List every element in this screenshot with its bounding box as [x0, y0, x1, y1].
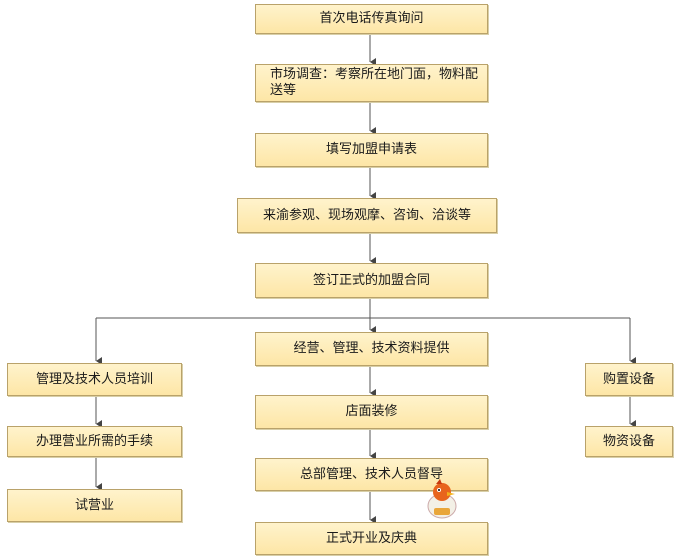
node-training-label: 管理及技术人员培训 — [35, 371, 153, 387]
node-market-survey-label: 市场调查：考察所在地门面，物料配送等 — [270, 67, 479, 98]
bird-mascot-icon — [427, 479, 457, 519]
node-purchase-equipment-label: 购置设备 — [602, 371, 655, 387]
node-sign-contract: 签订正式的加盟合同 — [255, 263, 488, 298]
node-market-survey: 市场调查：考察所在地门面，物料配送等 — [255, 64, 488, 102]
node-visit: 来渝参观、现场观摩、咨询、洽谈等 — [237, 198, 497, 233]
node-decoration: 店面装修 — [255, 395, 488, 429]
node-tech-support: 经营、管理、技术资料提供 — [255, 332, 488, 366]
node-grand-opening: 正式开业及庆典 — [255, 522, 488, 555]
node-apply-form: 填写加盟申请表 — [255, 133, 488, 167]
node-supervision: 总部管理、技术人员督导 — [255, 458, 488, 491]
node-tech-support-label: 经营、管理、技术资料提供 — [293, 341, 450, 356]
node-sign-contract-label: 签订正式的加盟合同 — [312, 272, 430, 288]
node-purchase-equipment: 购置设备 — [585, 363, 673, 396]
node-business-license-label: 办理营业所需的手续 — [35, 433, 153, 449]
node-material-equipment-label: 物资设备 — [602, 433, 655, 449]
node-training: 管理及技术人员培训 — [7, 363, 182, 396]
node-material-equipment: 物资设备 — [585, 426, 673, 457]
node-grand-opening-label: 正式开业及庆典 — [325, 530, 417, 546]
node-apply-form-label: 填写加盟申请表 — [325, 142, 417, 157]
node-visit-label: 来渝参观、现场观摩、咨询、洽谈等 — [262, 207, 471, 223]
node-decoration-label: 店面装修 — [345, 404, 398, 419]
node-trial-run-label: 试营业 — [74, 497, 114, 513]
node-business-license: 办理营业所需的手续 — [7, 426, 182, 457]
node-trial-run: 试营业 — [7, 489, 182, 522]
node-first-inquiry-label: 首次电话传真询问 — [319, 11, 424, 26]
node-supervision-label: 总部管理、技术人员督导 — [299, 466, 443, 482]
node-first-inquiry: 首次电话传真询问 — [255, 4, 488, 34]
